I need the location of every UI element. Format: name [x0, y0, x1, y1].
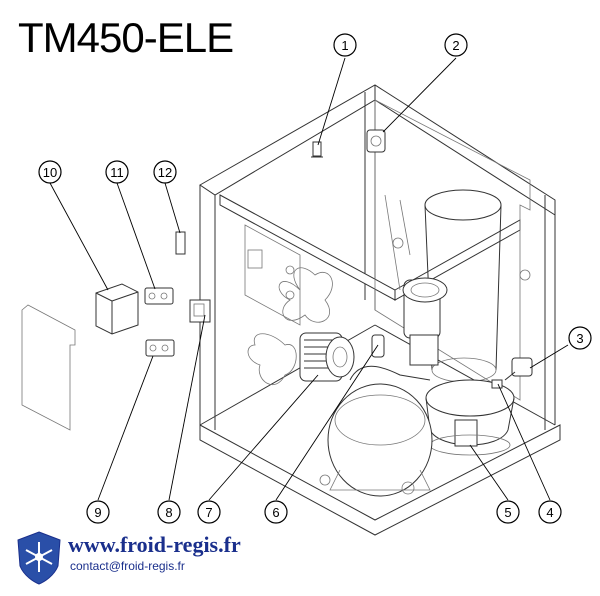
callout-11: 11 — [105, 160, 129, 184]
leader-lines — [49, 57, 569, 501]
part-4-fitting — [491, 379, 503, 389]
svg-text:3: 3 — [576, 331, 583, 346]
svg-text:7: 7 — [205, 505, 212, 520]
svg-text:6: 6 — [272, 505, 279, 520]
fan-motor — [299, 332, 355, 382]
callout-12: 12 — [153, 160, 177, 184]
part-12-fuse — [175, 231, 186, 255]
contact-email[interactable]: contact@froid-regis.fr — [70, 559, 185, 573]
callout-3: 3 — [568, 326, 592, 350]
callout-9: 9 — [86, 500, 110, 524]
part-8-switch — [189, 299, 211, 323]
callout-1: 1 — [333, 33, 357, 57]
callout-10: 10 — [38, 160, 62, 184]
svg-text:11: 11 — [110, 165, 124, 180]
website-link[interactable]: www.froid-regis.fr — [68, 532, 241, 557]
svg-text:9: 9 — [94, 505, 101, 520]
part-10-relay — [95, 283, 139, 335]
svg-text:2: 2 — [452, 38, 459, 53]
auger-assembly — [402, 189, 502, 383]
part-1-switch — [311, 141, 323, 158]
svg-text:5: 5 — [504, 505, 511, 520]
callout-7: 7 — [197, 500, 221, 524]
compressor — [319, 365, 433, 497]
part-3-solenoid — [504, 357, 533, 381]
svg-text:4: 4 — [546, 505, 553, 520]
part-6-filter — [371, 334, 385, 358]
callout-8: 8 — [157, 500, 181, 524]
svg-text:12: 12 — [158, 165, 172, 180]
diagram-title: TM450-ELE — [18, 14, 234, 61]
part-11-contactor — [144, 287, 174, 305]
fan-blades — [247, 267, 333, 385]
svg-text:1: 1 — [341, 38, 348, 53]
callout-6: 6 — [264, 500, 288, 524]
callout-5: 5 — [496, 500, 520, 524]
part-2-valve — [366, 129, 386, 153]
svg-text:8: 8 — [165, 505, 172, 520]
part-9-capacitor — [145, 339, 175, 357]
evaporator-base — [425, 379, 515, 456]
callout-4: 4 — [538, 500, 562, 524]
snowflake-shield-logo — [17, 531, 61, 585]
cover-panel — [21, 304, 76, 431]
svg-text:10: 10 — [43, 165, 57, 180]
callout-2: 2 — [444, 33, 468, 57]
